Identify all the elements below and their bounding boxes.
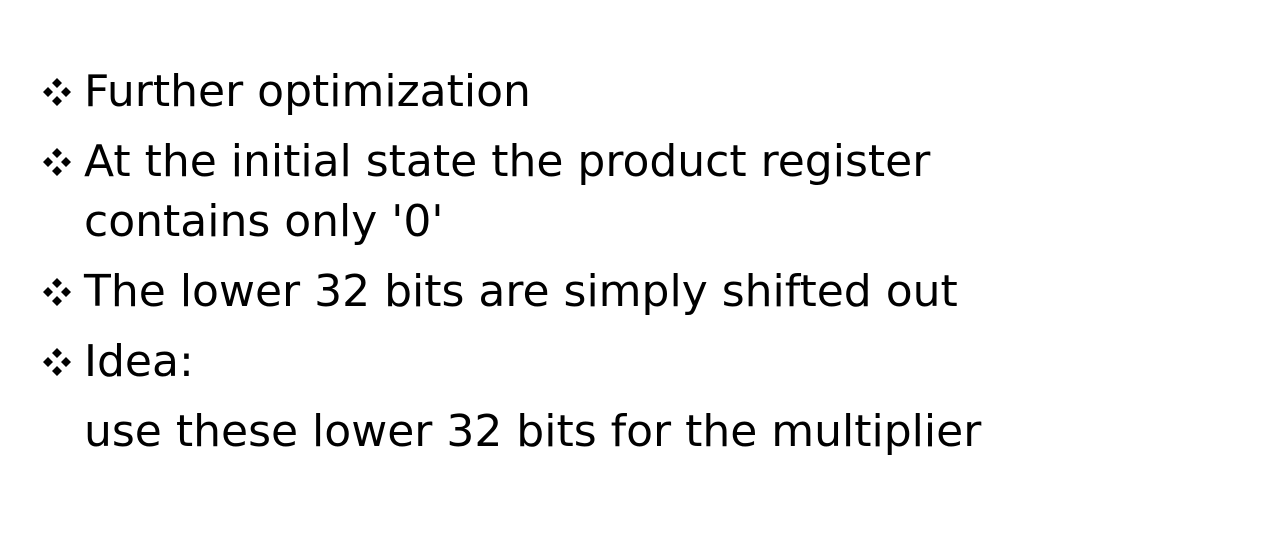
bullet-text: Further optimization <box>84 66 531 117</box>
bullet-item-lower-bits: The lower 32 bits are simply shifted out <box>36 262 1256 322</box>
bullet-text: The lower 32 bits are simply shifted out <box>84 266 958 317</box>
diamond-bullet-icon <box>36 62 78 122</box>
diamond-bullet-icon <box>36 262 78 322</box>
bullet-list: Further optimization At the initial stat… <box>36 62 1256 462</box>
bullet-text: At the initial state the product registe… <box>84 136 931 247</box>
diamond-bullet-icon <box>36 332 78 392</box>
bullet-continuation: use these lower 32 bits for the multipli… <box>84 406 982 457</box>
bullet-item-initial-state: At the initial state the product registe… <box>36 132 1256 252</box>
bullet-text: Idea: <box>84 336 194 387</box>
bullet-item-further-optimization: Further optimization <box>36 62 1256 122</box>
bullet-item-idea: Idea: <box>36 332 1256 392</box>
diamond-bullet-icon <box>36 132 78 192</box>
